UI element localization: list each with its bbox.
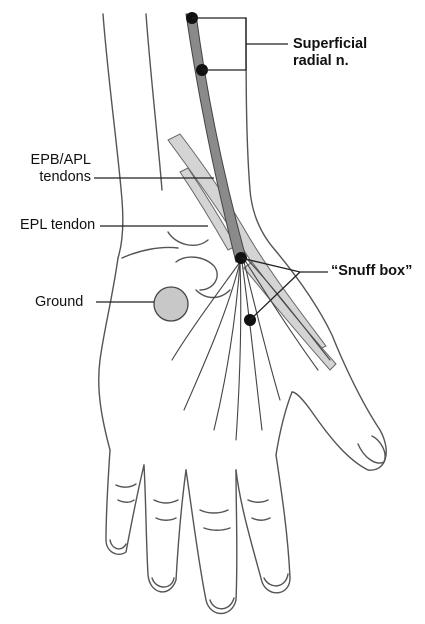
superficial-radial-nerve <box>172 14 330 440</box>
tendons <box>168 134 336 370</box>
superficial-radial-nerve-label-line2: radial n. <box>293 53 349 70</box>
epb-apl-tendons-label-line1: EPB/APL <box>0 152 91 169</box>
epl-tendon-label: EPL tendon <box>20 217 95 234</box>
hand-outline <box>99 14 387 614</box>
snuff-box-label: “Snuff box” <box>331 263 412 280</box>
superficial-radial-nerve-label-line1: Superficial <box>293 36 367 53</box>
superficial-radial-bracket <box>192 18 288 70</box>
epb-apl-tendons-label-line2: tendons <box>0 169 91 186</box>
ground-label: Ground <box>35 294 83 311</box>
ground-electrode <box>154 287 188 321</box>
